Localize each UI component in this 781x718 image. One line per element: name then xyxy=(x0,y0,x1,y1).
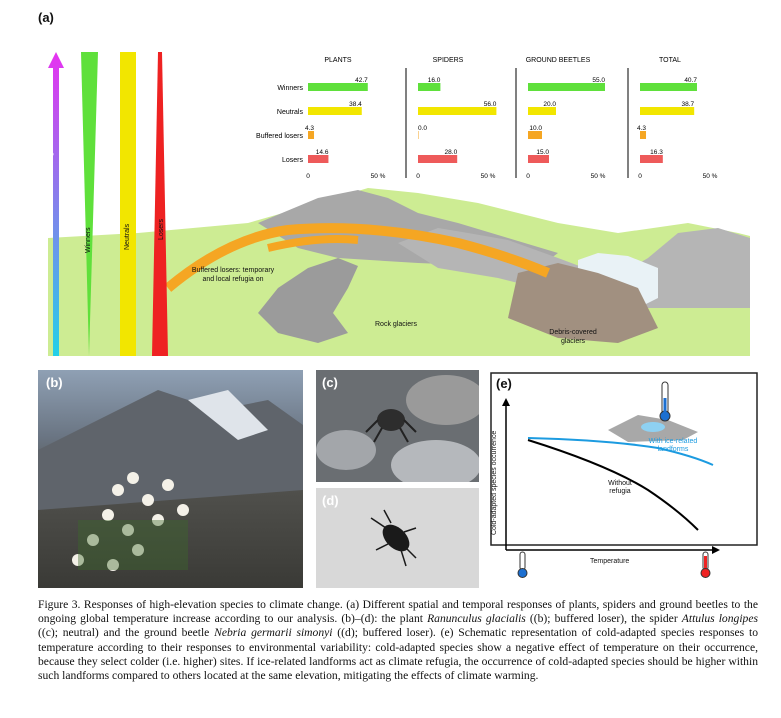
panel-e-xlabel: Temperature xyxy=(590,558,630,565)
row-label-1: Neutrals xyxy=(277,109,304,116)
bar-0-2 xyxy=(308,131,315,139)
bar-label-1-0: 16.0 xyxy=(428,77,441,84)
panel-e-ylabel: Cold-adapted species occurrence xyxy=(491,430,498,535)
buffered-losers-note: Buffered losers: temporary and local ref… xyxy=(191,267,275,283)
beetle-photo-illustration xyxy=(370,509,417,567)
panel-e: (e) Cold-adapted species occurrence Temp… xyxy=(488,370,760,588)
neutrals-wedge xyxy=(120,52,136,356)
caption-text-1: Figure 3. Responses of high-elevation sp… xyxy=(38,598,758,626)
bar-label-0-0: 42.7 xyxy=(355,77,368,84)
bar-0-3 xyxy=(308,155,329,163)
bar-label-2-1: 20.0 xyxy=(543,101,556,108)
bar-3-0 xyxy=(640,83,697,91)
panel-c-photo: (c) xyxy=(316,370,479,482)
group-header-1: SPIDERS xyxy=(433,57,464,64)
bar-label-3-1: 38.7 xyxy=(682,101,695,108)
climate-warming-arrow xyxy=(48,52,64,356)
caption-text-4: ((d); buffered loser). (e) Schematic rep… xyxy=(38,626,758,683)
ranunculus-photo-illustration xyxy=(38,390,303,571)
caption-text-2: ((b); buffered loser), the spider xyxy=(525,612,682,626)
panel-b-letter: (b) xyxy=(46,375,63,390)
panel-a: (a) Climate warming Winners Neutrals Los… xyxy=(38,8,760,364)
panel-e-letter: (e) xyxy=(496,376,512,391)
figure-caption: Figure 3. Responses of high-elevation sp… xyxy=(38,598,758,683)
axis-max-3: 50 % xyxy=(703,173,718,180)
spider-photo-illustration xyxy=(316,375,479,482)
group-header-0: PLANTS xyxy=(324,57,352,64)
panel-a-letter: (a) xyxy=(38,10,54,25)
bar-label-3-0: 40.7 xyxy=(684,77,697,84)
losers-wedge-label: Losers xyxy=(158,218,165,240)
caption-species-1: Ranunculus glacialis xyxy=(427,612,526,626)
axis-max-0: 50 % xyxy=(371,173,386,180)
ice-landforms-label: With ice-related landforms xyxy=(648,438,698,453)
caption-species-3: Nebria germarii simonyi xyxy=(214,626,333,640)
axis-max-1: 50 % xyxy=(481,173,496,180)
bar-label-1-1: 56.0 xyxy=(484,101,497,108)
group-header-2: GROUND BEETLES xyxy=(526,57,591,64)
panel-c-letter: (c) xyxy=(322,375,338,390)
bar-3-1 xyxy=(640,107,695,115)
panel-a-figure xyxy=(48,52,750,356)
climate-warming-label: Climate warming xyxy=(47,151,54,208)
bar-2-1 xyxy=(528,107,556,115)
bar-label-1-2: 0.0 xyxy=(418,125,427,132)
panel-d-letter: (d) xyxy=(322,493,339,508)
bar-2-2 xyxy=(528,131,542,139)
rock-glaciers-label: Rock glaciers xyxy=(375,321,418,328)
bar-1-1 xyxy=(418,107,497,115)
bar-0-0 xyxy=(308,83,368,91)
caption-species-2: Attulus longipes xyxy=(681,612,759,626)
row-label-0: Winners xyxy=(277,85,303,92)
bar-label-3-3: 16.3 xyxy=(650,149,663,156)
ice-landforms-line xyxy=(527,437,714,466)
losers-wedge xyxy=(152,52,168,356)
without-refugia-line xyxy=(527,439,699,531)
axis-max-2: 50 % xyxy=(591,173,606,180)
bar-label-3-2: 4.3 xyxy=(637,125,646,132)
bar-label-2-3: 15.0 xyxy=(536,149,549,156)
bar-3-2 xyxy=(640,131,647,139)
bar-2-3 xyxy=(528,155,549,163)
bar-label-2-0: 55.0 xyxy=(592,77,605,84)
without-refugia-label: Without refugia xyxy=(608,480,632,495)
panel-b-photo: (b) xyxy=(38,370,303,588)
landscape-illustration xyxy=(48,188,750,356)
winners-wedge-label: Winners xyxy=(85,227,92,253)
row-label-2: Buffered losers xyxy=(256,133,303,140)
neutrals-wedge-label: Neutrals xyxy=(124,223,131,250)
bar-1-2 xyxy=(418,131,419,139)
panel-d-photo: (d) xyxy=(316,488,479,588)
axis-min-3: 0 xyxy=(638,173,642,180)
bar-label-0-2: 4.3 xyxy=(305,125,314,132)
winners-wedge xyxy=(81,52,98,356)
row-label-3: Losers xyxy=(282,157,304,164)
bar-1-3 xyxy=(418,155,458,163)
bar-0-1 xyxy=(308,107,362,115)
bar-3-3 xyxy=(640,155,663,163)
bar-label-2-2: 10.0 xyxy=(529,125,542,132)
bar-label-1-3: 28.0 xyxy=(445,149,458,156)
axis-min-0: 0 xyxy=(306,173,310,180)
axis-min-2: 0 xyxy=(526,173,530,180)
axis-min-1: 0 xyxy=(416,173,420,180)
bar-1-0 xyxy=(418,83,441,91)
group-header-3: TOTAL xyxy=(659,57,681,64)
bar-label-0-3: 14.6 xyxy=(316,149,329,156)
panel-e-schematic xyxy=(490,372,758,578)
bar-2-0 xyxy=(528,83,605,91)
debris-glaciers-label: Debris-covered glaciers xyxy=(549,329,597,345)
bar-label-0-1: 38.4 xyxy=(349,101,362,108)
caption-text-3: ((c); neutral) and the ground beetle xyxy=(38,626,215,640)
